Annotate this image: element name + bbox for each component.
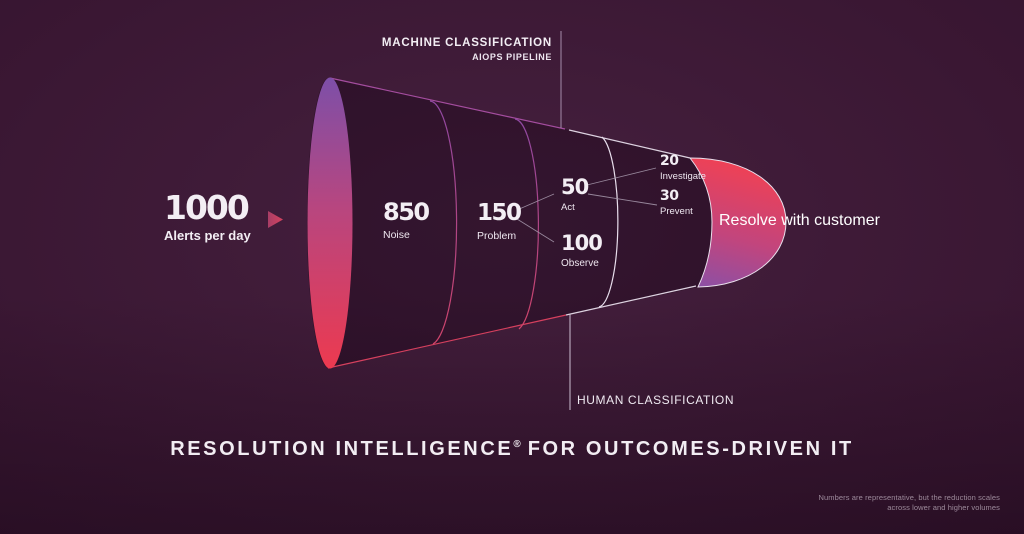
stage-problem-value: 150	[477, 200, 522, 226]
page-title: RESOLUTION INTELLIGENCE® FOR OUTCOMES-DRI…	[0, 438, 1024, 461]
alerts-per-day-label: Alerts per day	[164, 228, 251, 243]
stage-act-label: Act	[561, 202, 575, 213]
stage-divider-arc-3	[598, 136, 619, 308]
stage-noise-value: 850	[383, 198, 430, 226]
connector-50-to-30	[587, 193, 658, 206]
stage-investigate-label: Investigate	[660, 171, 706, 182]
stage-observe-label: Observe	[561, 258, 599, 269]
funnel-bottom-edge-machine	[327, 314, 567, 369]
connector-150-to-50	[516, 193, 555, 211]
stage-observe: 100 Observe	[561, 231, 603, 270]
stage-noise: 850 Noise	[383, 198, 430, 241]
funnel-body	[306, 77, 712, 368]
footnote: Numbers are representative, but the redu…	[818, 493, 1000, 513]
stage-prevent-label: Prevent	[660, 206, 693, 217]
stage-act-value: 50	[561, 175, 589, 199]
page-title-text-2: FOR OUTCOMES-DRIVEN IT	[527, 438, 854, 460]
resolve-with-customer-label: Resolve with customer	[719, 212, 880, 229]
aiops-pipeline-label: AIOPS PIPELINE	[472, 52, 552, 62]
stage-investigate-value: 20	[660, 153, 679, 169]
stage-problem-label: Problem	[477, 230, 517, 242]
stage-noise-label: Noise	[383, 229, 410, 241]
stage-investigate: 20 Investigate	[660, 154, 706, 182]
stage-act: 50 Act	[561, 175, 589, 214]
human-classification-heading: HUMAN CLASSIFICATION	[577, 393, 735, 407]
funnel-outlet-cap	[688, 157, 787, 288]
funnel-bottom-edge-human	[565, 285, 697, 316]
funnel-top-edge-machine	[329, 77, 566, 130]
stage-prevent-value: 30	[660, 188, 679, 204]
connector-50-to-20	[586, 167, 657, 186]
alerts-per-day-block: 1000 Alerts per day	[164, 191, 251, 243]
stage-prevent: 30 Prevent	[660, 189, 693, 217]
machine-classification-heading: MACHINE CLASSIFICATION AIOPS PIPELINE	[382, 37, 552, 62]
alerts-per-day-value: 1000	[164, 188, 250, 227]
page-title-text: RESOLUTION INTELLIGENCE	[170, 438, 514, 460]
footnote-line-1: Numbers are representative, but the redu…	[818, 493, 1000, 502]
funnel-top-edge-human	[568, 129, 691, 159]
stage-observe-value: 100	[561, 231, 603, 255]
funnel-inlet-ellipse	[307, 77, 353, 369]
stage-divider-arc-2	[514, 118, 539, 330]
stage-problem: 150 Problem	[477, 200, 522, 243]
flow-arrow-icon	[268, 211, 283, 228]
footnote-line-2: across lower and higher volumes	[887, 503, 1000, 512]
registered-trademark-mark: ®	[513, 439, 521, 450]
stage-divider-arc-1	[429, 100, 458, 345]
machine-classification-label: MACHINE CLASSIFICATION	[381, 37, 552, 49]
connector-150-to-100	[516, 218, 555, 243]
